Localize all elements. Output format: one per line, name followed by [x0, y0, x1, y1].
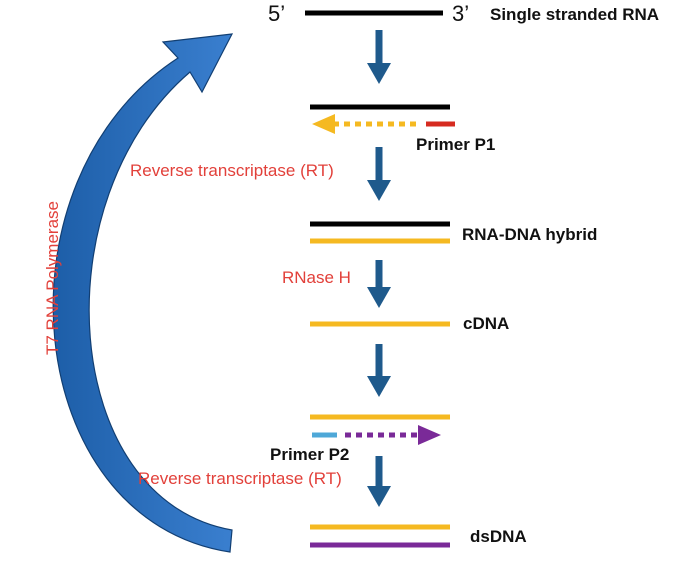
- rt-extension-p2-arrowhead: [418, 425, 441, 445]
- flow-arrow-4: [367, 344, 391, 397]
- rt-extension-p1-arrowhead: [312, 114, 335, 134]
- cdna-label: cDNA: [463, 314, 510, 333]
- three-prime-label: 3’: [452, 1, 470, 26]
- flow-arrow-3: [367, 260, 391, 308]
- dsdna-label: dsDNA: [470, 527, 527, 546]
- rnase-label: RNase H: [282, 268, 351, 287]
- flow-arrow-1: [367, 30, 391, 84]
- rt-label-1: Reverse transcriptase (RT): [130, 161, 334, 180]
- rt-label-2: Reverse transcriptase (RT): [138, 469, 342, 488]
- flow-arrow-5: [367, 456, 391, 507]
- t7-cycle-arrow: [52, 33, 234, 553]
- primer-p1-label: Primer P1: [416, 135, 496, 154]
- primer-p2-label: Primer P2: [270, 445, 350, 464]
- five-prime-label: 5’: [268, 1, 286, 26]
- flow-arrow-2: [367, 147, 391, 201]
- single-rna-label: Single stranded RNA: [490, 5, 660, 24]
- t7-polymerase-label: T7 RNA Polymerase: [43, 201, 62, 355]
- hybrid-label: RNA-DNA hybrid: [462, 225, 598, 244]
